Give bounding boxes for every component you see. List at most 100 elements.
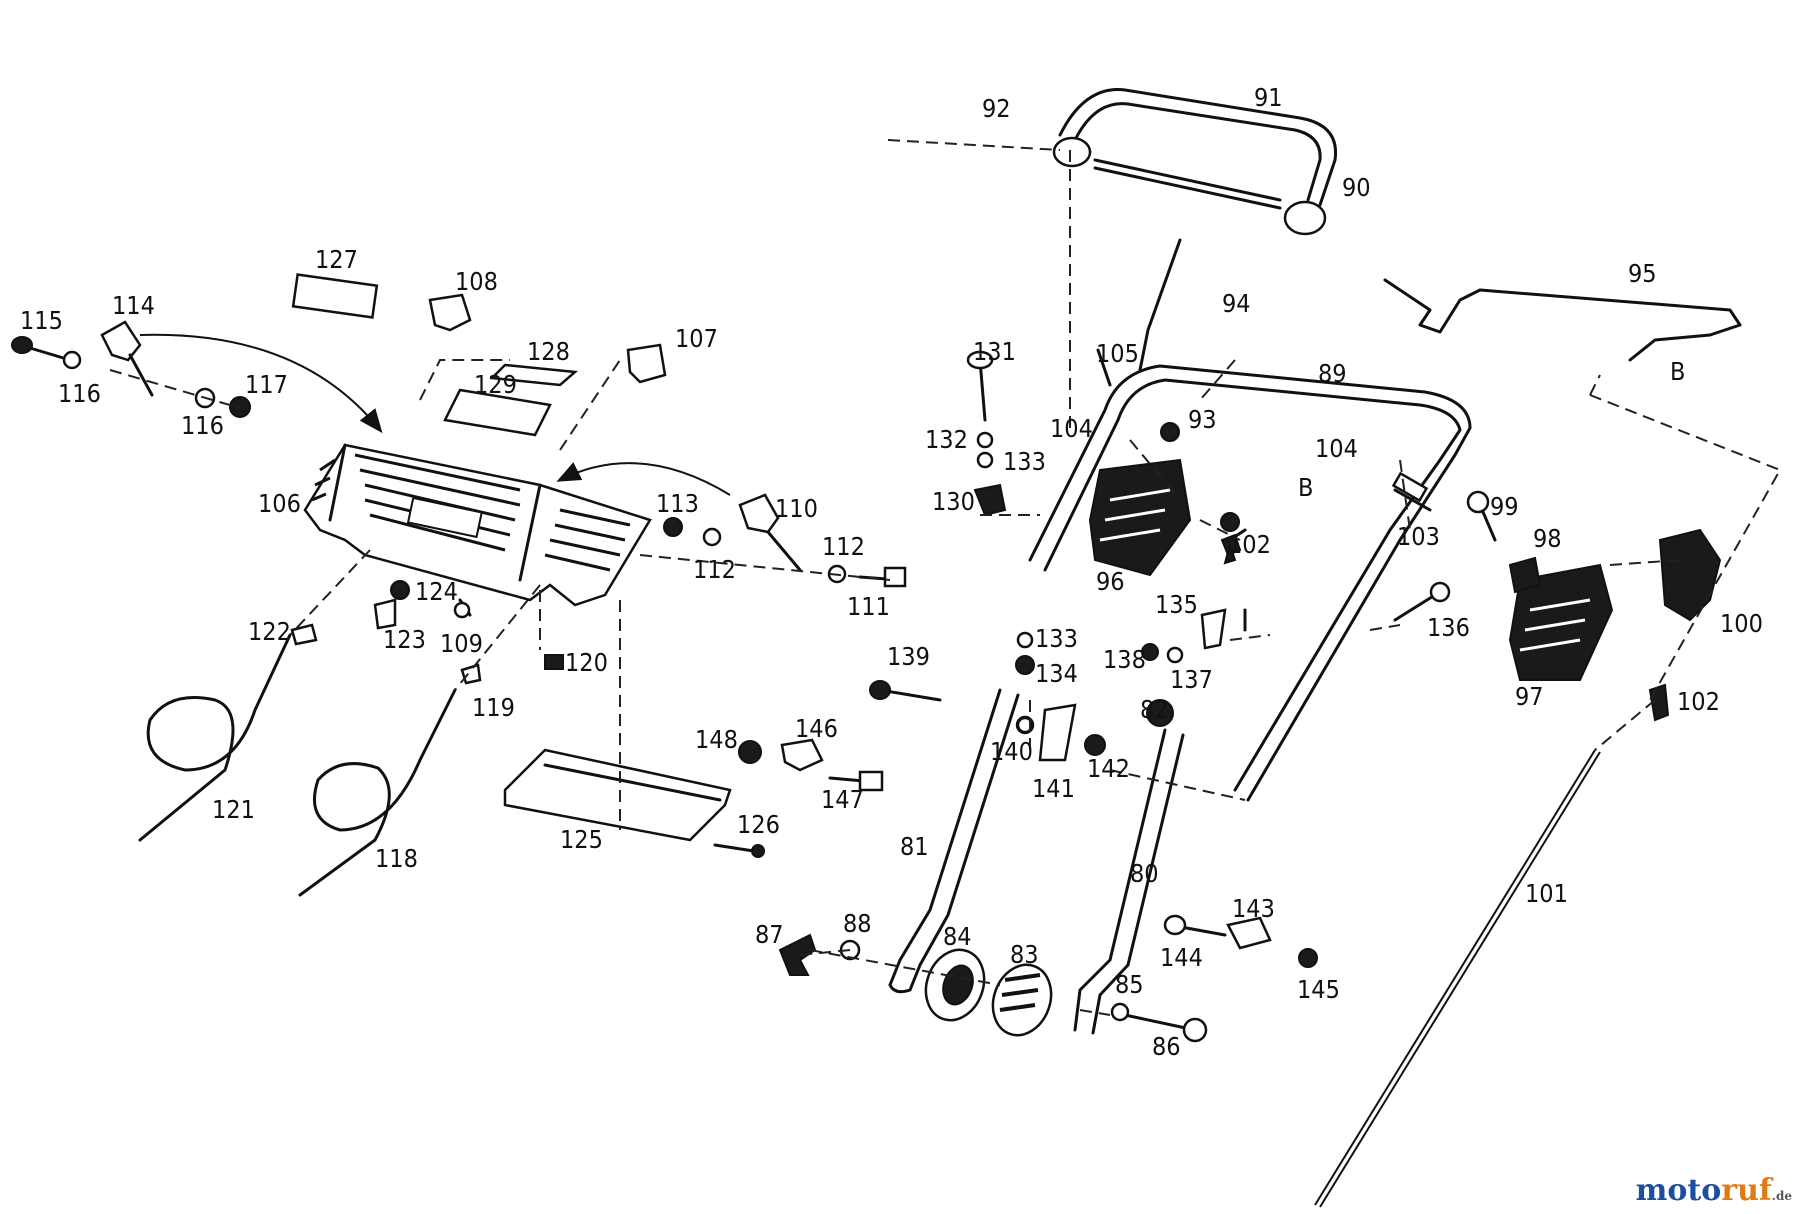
label-123: 123 — [383, 625, 426, 654]
label-148: 148 — [695, 725, 738, 754]
fasteners — [11, 336, 1670, 1043]
watermark-logo: motoruf.de — [1635, 1173, 1792, 1208]
lever-114 — [100, 320, 154, 397]
label-116-left: 116 — [58, 379, 101, 408]
label-94: 94 — [1222, 289, 1251, 318]
label-112-right: 112 — [822, 532, 865, 561]
label-85: 85 — [1115, 970, 1144, 999]
label-102-bottom: 102 — [1677, 687, 1720, 716]
label-120: 120 — [565, 648, 608, 677]
label-133-top: 133 — [1003, 447, 1046, 476]
label-100: 100 — [1720, 609, 1763, 638]
label-144: 144 — [1160, 943, 1203, 972]
clamp-141 — [1038, 703, 1077, 762]
label-135: 135 — [1155, 590, 1198, 619]
label-104-right: 104 — [1315, 434, 1358, 463]
label-83: 83 — [1010, 940, 1039, 969]
clip-107 — [626, 343, 667, 384]
label-107: 107 — [675, 324, 718, 353]
clamp-143 — [1226, 916, 1272, 950]
assembly-lines — [109, 139, 1782, 1016]
label-111: 111 — [847, 592, 890, 621]
label-87: 87 — [755, 920, 784, 949]
arrow-110 — [556, 462, 731, 496]
label-95: 95 — [1628, 259, 1657, 288]
label-110: 110 — [775, 494, 818, 523]
label-133-bottom: 133 — [1035, 624, 1078, 653]
label-98: 98 — [1533, 524, 1562, 553]
switch-box-96 — [1088, 458, 1192, 577]
drive-rod — [1383, 278, 1742, 362]
label-96: 96 — [1096, 567, 1125, 596]
label-138: 138 — [1103, 645, 1146, 674]
plate-128 — [489, 363, 579, 387]
label-141: 141 — [1032, 774, 1075, 803]
label-91: 91 — [1254, 83, 1283, 112]
label-104-left: 104 — [1050, 414, 1093, 443]
bail-cable — [1138, 238, 1182, 372]
bail-bar — [1052, 88, 1338, 236]
label-105: 105 — [1096, 339, 1139, 368]
label-118: 118 — [375, 844, 418, 873]
cable-121 — [138, 633, 292, 842]
label-127 — [291, 273, 379, 319]
label-119: 119 — [472, 693, 515, 722]
label-115: 115 — [20, 306, 63, 335]
label-108: 108 — [455, 267, 498, 296]
label-126: 126 — [737, 810, 780, 839]
label-130: 130 — [932, 487, 975, 516]
label-122: 122 — [248, 617, 291, 646]
lower-handle-bar-left — [888, 688, 1020, 994]
knob-84 — [924, 948, 986, 1022]
label-99: 99 — [1490, 492, 1519, 521]
label-113: 113 — [656, 489, 699, 518]
label-117: 117 — [245, 370, 288, 399]
upper-handle-bar — [1028, 364, 1472, 802]
clip-108 — [428, 293, 472, 332]
label-b-rod: B — [1670, 357, 1685, 386]
nut-82 — [1146, 699, 1174, 727]
label-88: 88 — [843, 909, 872, 938]
label-140: 140 — [990, 737, 1033, 766]
label-84: 84 — [943, 922, 972, 951]
arrow-114 — [139, 333, 383, 434]
label-121: 121 — [212, 795, 255, 824]
lever-110 — [738, 493, 802, 572]
label-97: 97 — [1515, 682, 1544, 711]
label-90: 90 — [1342, 173, 1371, 202]
tray-125 — [503, 748, 732, 842]
label-116-right: 116 — [181, 411, 224, 440]
part-labels: 80 81 82 83 84 85 86 87 88 89 90 91 92 9… — [20, 83, 1763, 1061]
clamp-146 — [780, 738, 824, 772]
label-124: 124 — [415, 577, 458, 606]
label-125: 125 — [560, 825, 603, 854]
label-128: 128 — [527, 337, 570, 366]
clamp-135 — [1200, 608, 1227, 650]
cable-housing-106 — [303, 443, 652, 607]
plate-129 — [443, 388, 552, 437]
label-137: 137 — [1170, 665, 1213, 694]
lower-handle-bar-right — [1073, 728, 1185, 1035]
label-147: 147 — [821, 785, 864, 814]
label-143: 143 — [1232, 894, 1275, 923]
label-146: 146 — [795, 714, 838, 743]
label-145: 145 — [1297, 975, 1340, 1004]
label-134: 134 — [1035, 659, 1078, 688]
cover-100 — [1658, 528, 1722, 622]
label-129: 129 — [474, 370, 517, 399]
switch-box-97 — [1508, 563, 1614, 681]
label-86: 86 — [1152, 1032, 1181, 1061]
label-132: 132 — [925, 425, 968, 454]
label-112-left: 112 — [693, 555, 736, 584]
label-139: 139 — [887, 642, 930, 671]
cable-118 — [298, 688, 457, 897]
label-81: 81 — [900, 832, 929, 861]
label-82: 82 — [1140, 695, 1169, 724]
label-127: 127 — [315, 245, 358, 274]
label-89: 89 — [1318, 359, 1347, 388]
label-102-top: 102 — [1228, 530, 1271, 559]
drive-cable — [1314, 749, 1596, 1206]
label-106: 106 — [258, 489, 301, 518]
label-92: 92 — [982, 94, 1011, 123]
